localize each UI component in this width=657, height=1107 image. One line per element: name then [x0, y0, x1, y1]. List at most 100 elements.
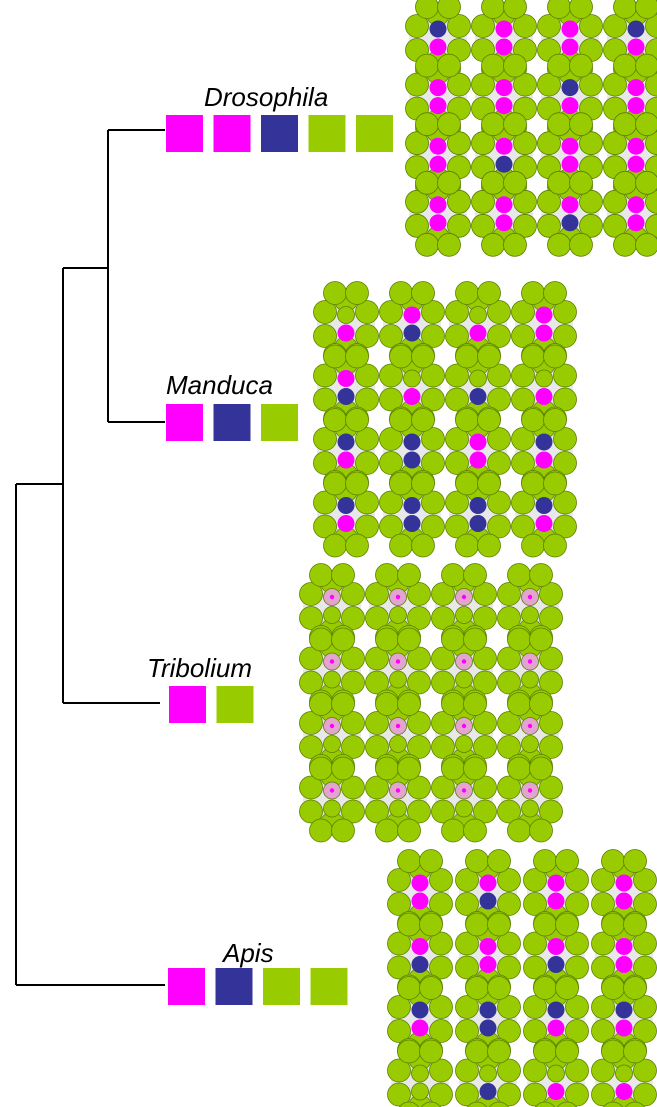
outer-photoreceptor — [405, 14, 429, 38]
outer-photoreceptor — [309, 563, 333, 587]
outer-photoreceptor — [331, 756, 355, 781]
outer-photoreceptor — [623, 912, 647, 937]
r8-photoreceptor — [561, 97, 579, 115]
outer-photoreceptor — [407, 646, 431, 671]
outer-photoreceptor — [487, 427, 511, 451]
outer-photoreceptor — [473, 799, 497, 824]
swatch-pink — [213, 115, 251, 152]
r8-photoreceptor — [411, 1082, 429, 1101]
ommatidium — [299, 756, 365, 843]
outer-photoreceptor — [565, 931, 589, 956]
outer-photoreceptor — [429, 1082, 453, 1107]
outer-photoreceptor — [547, 232, 571, 257]
outer-photoreceptor — [547, 0, 571, 19]
r7-photoreceptor — [469, 306, 487, 324]
outer-photoreceptor — [487, 514, 511, 539]
outer-photoreceptor — [489, 1101, 509, 1107]
outer-photoreceptor — [365, 670, 389, 695]
r7-photoreceptor — [535, 369, 553, 388]
ommatidium — [299, 627, 365, 714]
outer-photoreceptor — [591, 995, 615, 1019]
outer-photoreceptor — [407, 775, 431, 800]
outer-photoreceptor — [523, 1058, 547, 1083]
r8-photoreceptor — [455, 735, 473, 753]
outer-photoreceptor — [487, 849, 511, 873]
outer-photoreceptor — [455, 533, 479, 558]
outer-photoreceptor — [415, 0, 439, 19]
outer-photoreceptor — [547, 53, 571, 78]
outer-photoreceptor — [389, 408, 413, 432]
r8-photoreceptor — [323, 606, 341, 624]
r7-dot — [461, 594, 467, 600]
outer-photoreceptor — [521, 471, 545, 496]
outer-photoreceptor — [331, 627, 355, 652]
outer-photoreceptor — [511, 300, 535, 324]
ommatidium — [445, 471, 511, 558]
outer-photoreceptor — [553, 490, 577, 515]
outer-photoreceptor — [379, 514, 403, 539]
outer-photoreceptor — [555, 849, 579, 873]
swatch-green — [216, 686, 254, 723]
r7-photoreceptor — [561, 137, 579, 155]
outer-photoreceptor — [473, 646, 497, 671]
outer-photoreceptor — [487, 387, 511, 412]
outer-photoreceptor — [323, 533, 347, 558]
outer-photoreceptor — [399, 1101, 419, 1107]
outer-photoreceptor — [397, 692, 421, 716]
r7-dot — [329, 723, 335, 729]
outer-photoreceptor — [473, 735, 497, 759]
ommatidium — [523, 1039, 589, 1107]
outer-photoreceptor — [421, 363, 445, 388]
outer-photoreceptor — [407, 606, 431, 630]
outer-photoreceptor — [497, 1058, 521, 1083]
r8-photoreceptor — [547, 892, 565, 910]
outer-photoreceptor — [645, 131, 657, 156]
outer-photoreceptor — [477, 344, 501, 369]
outer-photoreceptor — [465, 1039, 489, 1064]
outer-photoreceptor — [463, 818, 487, 843]
outer-photoreceptor — [625, 1101, 645, 1107]
outer-photoreceptor — [387, 868, 411, 892]
outer-photoreceptor — [521, 408, 545, 432]
outer-photoreceptor — [579, 131, 603, 156]
r8-photoreceptor — [627, 214, 645, 232]
outer-photoreceptor — [603, 131, 627, 156]
outer-photoreceptor — [635, 170, 657, 195]
r7-dot — [527, 659, 533, 664]
outer-photoreceptor — [557, 1101, 577, 1107]
outer-photoreceptor — [465, 976, 489, 1000]
outer-photoreceptor — [341, 646, 365, 671]
outer-photoreceptor — [313, 427, 337, 451]
outer-photoreceptor — [465, 912, 489, 937]
outer-photoreceptor — [309, 756, 333, 781]
r8-photoreceptor — [403, 388, 421, 405]
r8-photoreceptor — [479, 1019, 497, 1037]
ommatidia-panel-drosophila — [405, 0, 657, 257]
outer-photoreceptor — [533, 976, 557, 1000]
outer-photoreceptor — [623, 849, 647, 873]
outer-photoreceptor — [463, 692, 487, 716]
ommatidium — [379, 471, 445, 558]
r8-photoreceptor — [479, 1083, 497, 1100]
outer-photoreceptor — [603, 213, 627, 238]
outer-photoreceptor — [441, 756, 465, 781]
r7-photoreceptor — [615, 938, 633, 955]
outer-photoreceptor — [507, 818, 531, 843]
outer-photoreceptor — [487, 324, 511, 348]
r8-photoreceptor — [495, 155, 513, 173]
outer-photoreceptor — [313, 514, 337, 539]
outer-photoreceptor — [497, 955, 521, 980]
r8-photoreceptor — [561, 214, 579, 232]
outer-photoreceptor — [507, 627, 531, 652]
r8-photoreceptor — [469, 515, 487, 532]
outer-photoreceptor — [437, 232, 461, 257]
outer-photoreceptor — [487, 300, 511, 324]
outer-photoreceptor — [591, 1082, 615, 1107]
outer-photoreceptor — [497, 711, 521, 735]
outer-photoreceptor — [539, 735, 563, 759]
r8-photoreceptor — [429, 155, 447, 173]
outer-photoreceptor — [387, 892, 411, 916]
r8-photoreceptor — [323, 735, 341, 753]
outer-photoreceptor — [635, 232, 657, 257]
